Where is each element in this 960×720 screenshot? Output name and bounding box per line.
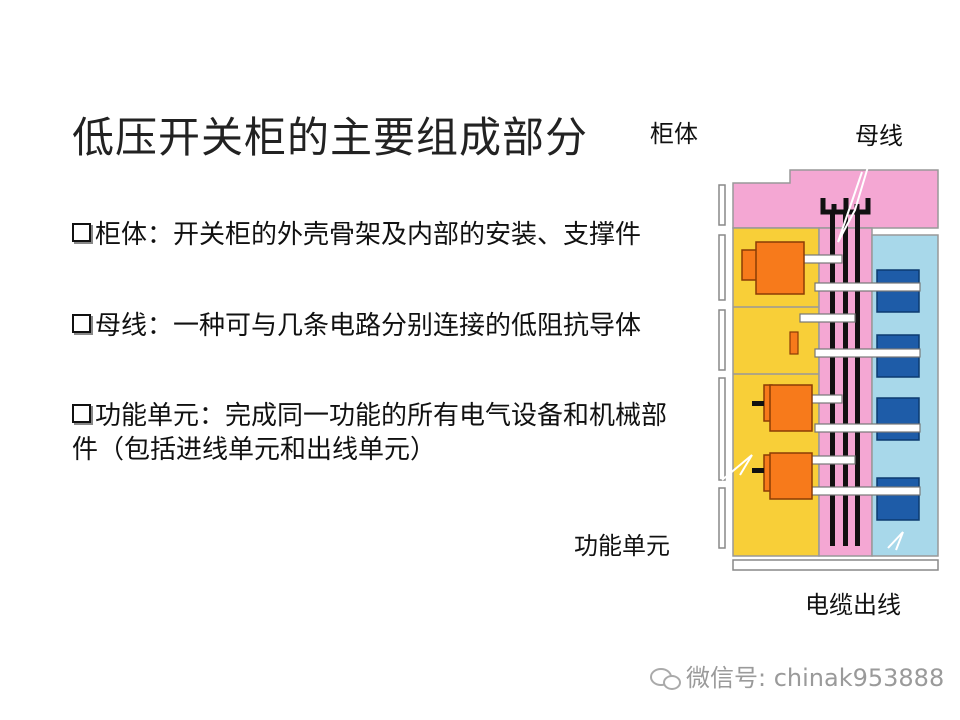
busbar [843,210,848,546]
breaker [769,384,813,432]
terminal-block [876,397,920,441]
label-busbar: 母线 [855,122,903,150]
wechat-icon [650,666,681,690]
connector-bar [799,254,843,264]
connector-bar [799,313,856,323]
connector-bar [814,423,921,433]
bullet-cabinet-text: 柜体：开关柜的外壳骨架及内部的安装、支撑件 [95,220,642,250]
checkbox-bullet-icon [72,223,91,242]
watermark-text: 微信号: chinak953888 [686,664,945,692]
slide-title: 低压开关柜的主要组成部分 [72,113,589,162]
checkbox-bullet-icon [72,404,91,423]
cabinet-base [732,559,939,571]
terminal-block [876,477,920,521]
label-functional-unit: 功能单元 [574,532,670,560]
pointer-cable [887,531,904,551]
door-strip [718,377,726,481]
label-cable-outlet: 电缆出线 [805,591,901,619]
watermark: 微信号: chinak953888 [650,658,944,693]
bullet-cabinet: 柜体：开关柜的外壳骨架及内部的安装、支撑件 [72,218,672,252]
bullet-functional-unit: 功能单元：完成同一功能的所有电气设备和机械部件（包括进线单元和出线单元） [72,399,672,467]
breaker [769,452,813,500]
connector-bar [814,282,921,292]
operating-handle [752,401,764,406]
connector-bar [814,348,921,358]
pointer-functional-unit [721,454,753,481]
connector-bar [799,486,921,496]
cabinet-top-compartment [732,169,939,229]
busbar [830,210,835,546]
bullet-busbar: 母线：一种可与几条电路分别连接的低阻抗导体 [72,309,672,343]
bullet-functional-unit-text: 功能单元：完成同一功能的所有电气设备和机械部件（包括进线单元和出线单元） [72,401,668,465]
busbar [855,210,860,546]
pointer-busbar [837,159,871,243]
door-strip [718,184,726,226]
label-cabinet: 柜体 [650,120,698,148]
door-strip [718,309,726,371]
operating-handle [752,468,764,473]
door-strip [718,234,726,301]
bullet-busbar-text: 母线：一种可与几条电路分别连接的低阻抗导体 [95,311,642,341]
small-relay [789,331,799,355]
breaker [755,241,805,295]
door-strip [718,487,726,549]
checkbox-bullet-icon [72,314,91,333]
